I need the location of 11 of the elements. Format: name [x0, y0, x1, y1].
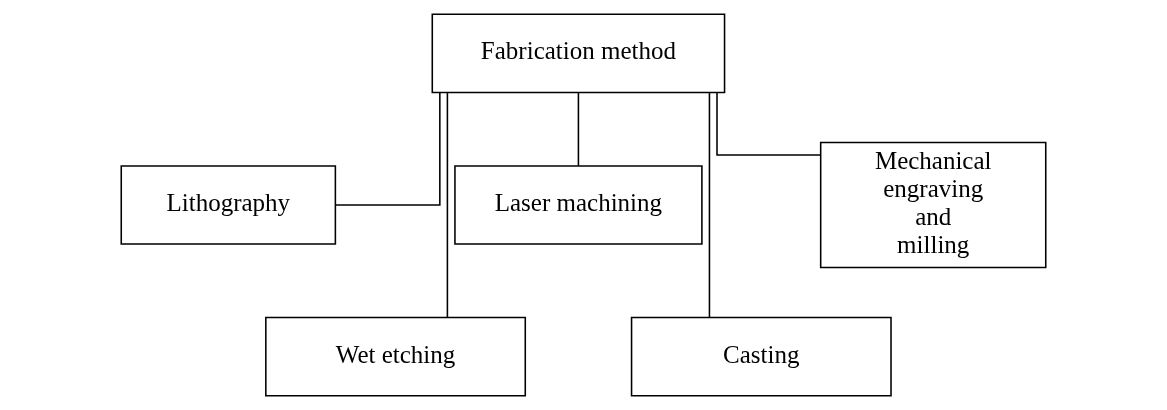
connector — [335, 92, 441, 206]
connector — [708, 92, 711, 319]
node-box: Laser machining — [454, 165, 703, 245]
node-box: Lithography — [120, 165, 337, 245]
node-box: Casting — [630, 316, 892, 397]
connector — [577, 92, 580, 167]
node-box: Mechanical engraving and milling — [819, 141, 1047, 269]
connector — [716, 92, 822, 156]
node-box: Wet etching — [265, 316, 527, 397]
connector — [446, 92, 449, 319]
node-box: Fabrication method — [431, 13, 726, 94]
